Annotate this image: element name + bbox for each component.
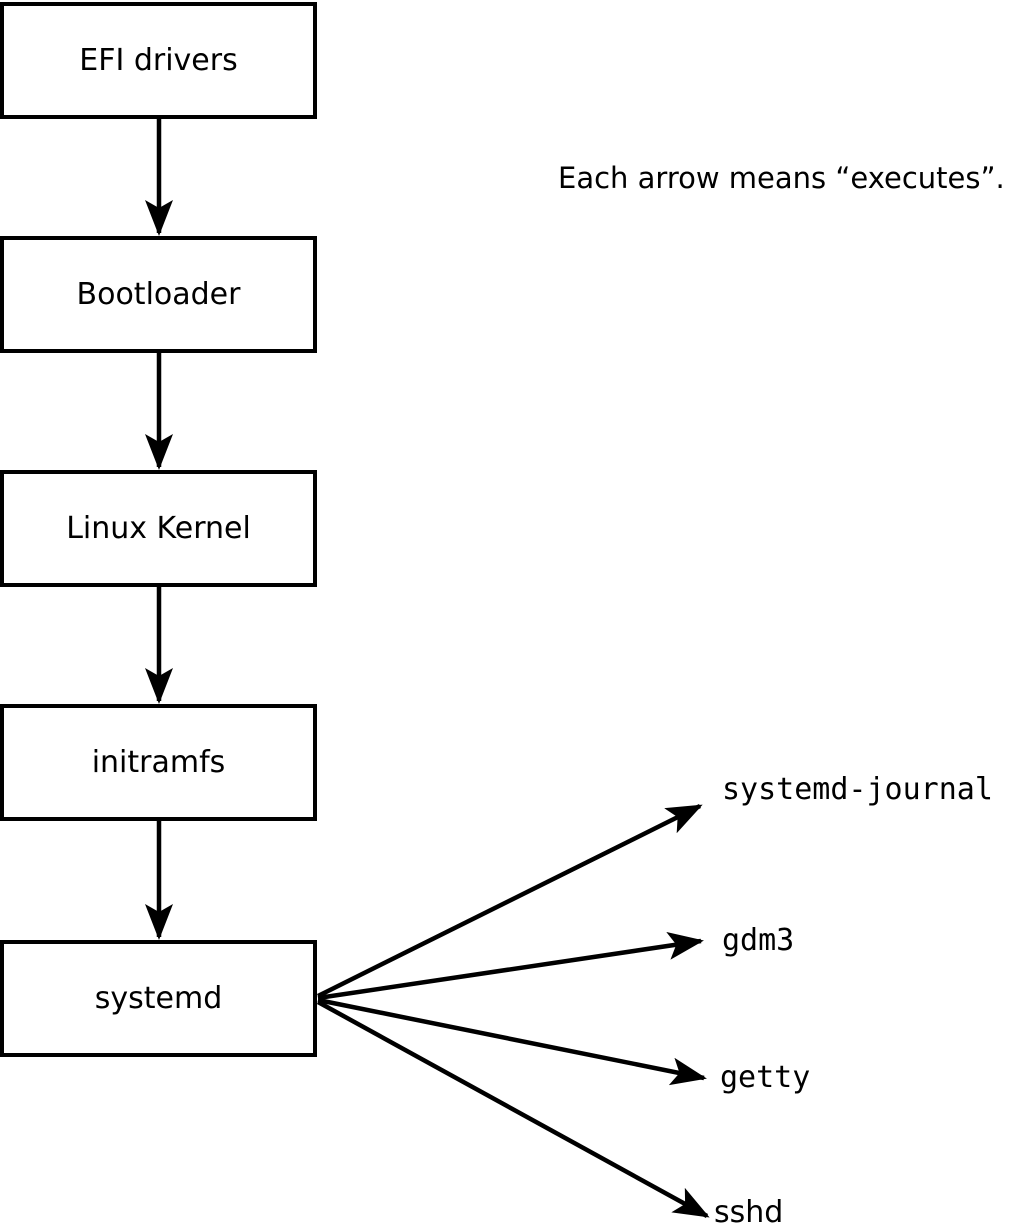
leaf-label-gdm3: gdm3: [722, 923, 795, 958]
flow-node-efi-drivers: EFI drivers: [0, 2, 317, 119]
flow-node-label: EFI drivers: [79, 42, 238, 78]
leaf-label-getty: getty: [720, 1060, 811, 1095]
flow-node-initramfs: initramfs: [0, 704, 317, 821]
leaf-label-sshd: sshd: [714, 1195, 784, 1230]
leaf-label-systemd-journal: systemd-journal: [722, 772, 993, 807]
flow-node-label: initramfs: [91, 744, 226, 780]
edge-systemd-to-sshd-arrow: [316, 1000, 710, 1218]
flow-node-label: Linux Kernel: [66, 510, 251, 546]
flow-node-linux-kernel: Linux Kernel: [0, 470, 317, 587]
arrow-meaning-caption: Each arrow means “executes”.: [558, 161, 1005, 195]
edge-systemd-to-getty-arrow: [317, 997, 707, 1086]
flow-node-bootloader: Bootloader: [0, 236, 317, 353]
flow-node-label: Bootloader: [76, 276, 241, 312]
flow-node-systemd: systemd: [0, 940, 317, 1057]
edge-systemd-to-journal-arrow: [316, 803, 703, 999]
flow-node-label: systemd: [94, 980, 223, 1016]
edge-systemd-to-gdm3-arrow: [317, 932, 704, 1001]
